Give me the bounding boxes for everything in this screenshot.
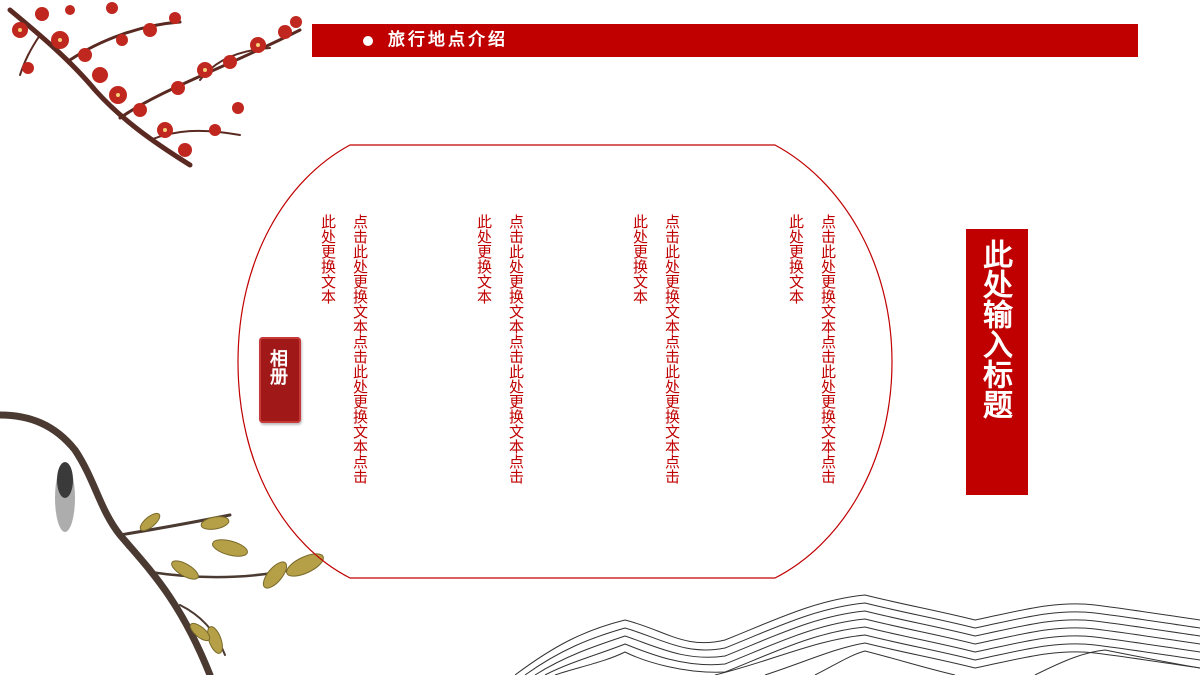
- leafy-branch-with-cicada: [0, 411, 324, 675]
- title-box[interactable]: 此处输入标题: [966, 229, 1028, 495]
- text-column-4-sub: 此处更换文本: [787, 214, 805, 304]
- text-column-1-main: 点击此处更换文本点击此处更换文本点击: [351, 214, 369, 484]
- plum-blossom-branch: [7, 2, 302, 168]
- text-column-1-sub: 此处更换文本: [319, 214, 337, 304]
- line-art-mountains: [515, 594, 1200, 675]
- text-column-3-sub: 此处更换文本: [631, 214, 649, 304]
- text-column-2-main: 点击此处更换文本点击此处更换文本点击: [507, 214, 525, 484]
- text-column-2-sub: 此处更换文本: [475, 214, 493, 304]
- title-text: 此处输入标题: [977, 239, 1012, 419]
- album-label: 相册: [267, 349, 288, 385]
- text-column-3-main: 点击此处更换文本点击此处更换文本点击: [663, 214, 681, 484]
- section-title: 旅行地点介绍: [388, 30, 508, 50]
- section-header-bar: 旅行地点介绍: [312, 24, 1138, 57]
- bullet-dot-icon: [363, 36, 373, 46]
- album-badge[interactable]: 相册: [259, 337, 301, 423]
- rounded-frame: [237, 144, 893, 579]
- text-column-4-main: 点击此处更换文本点击此处更换文本点击: [819, 214, 837, 484]
